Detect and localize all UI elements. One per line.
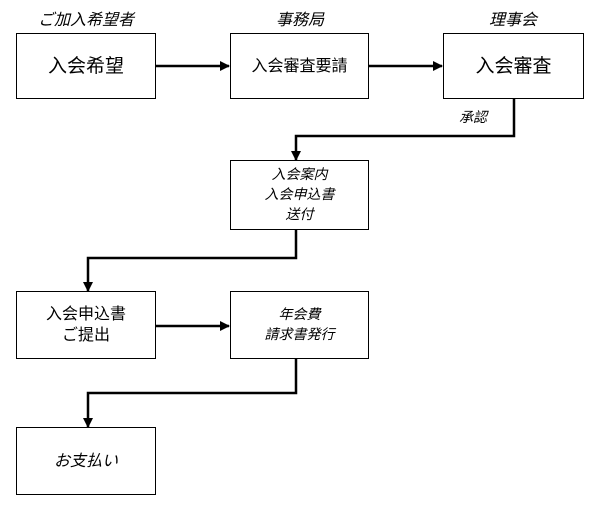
box-membership-review-text: 入会審査	[475, 54, 552, 77]
box-annual-fee-invoice: 年会費 請求書発行	[230, 291, 369, 359]
box-review-request-text: 入会審査要請	[251, 55, 348, 75]
box-payment-text: お支払い	[53, 450, 118, 470]
box-guide-send-line-2: 入会申込書	[264, 186, 335, 203]
arrow-review-to-guide	[291, 98, 516, 161]
box-guide-send-line-3: 送付	[285, 207, 314, 224]
box-guide-send-line-1: 入会案内	[271, 166, 328, 183]
box-membership-review: 入会審査	[443, 33, 584, 99]
box-annual-fee-invoice-line-1: 年会費	[278, 306, 321, 323]
box-review-request: 入会審査要請	[230, 33, 369, 99]
box-application-submit-line-1: 入会申込書	[45, 304, 126, 324]
box-payment: お支払い	[16, 427, 156, 495]
label-approval: 承認	[459, 110, 487, 126]
box-membership-wish: 入会希望	[16, 33, 156, 99]
box-guide-send: 入会案内 入会申込書 送付	[230, 160, 369, 230]
header-board: 理事会	[488, 10, 537, 29]
box-annual-fee-invoice-line-2: 請求書発行	[264, 327, 335, 343]
header-office: 事務局	[275, 10, 324, 29]
arrow-invoice-to-pay	[83, 358, 298, 428]
box-application-submit: 入会申込書 ご提出	[16, 291, 156, 359]
box-application-submit-line-2: ご提出	[61, 325, 110, 344]
header-applicant: ご加入希望者	[37, 10, 134, 29]
arrow-guide-to-submit	[83, 229, 298, 292]
box-membership-wish-text: 入会希望	[47, 54, 124, 77]
